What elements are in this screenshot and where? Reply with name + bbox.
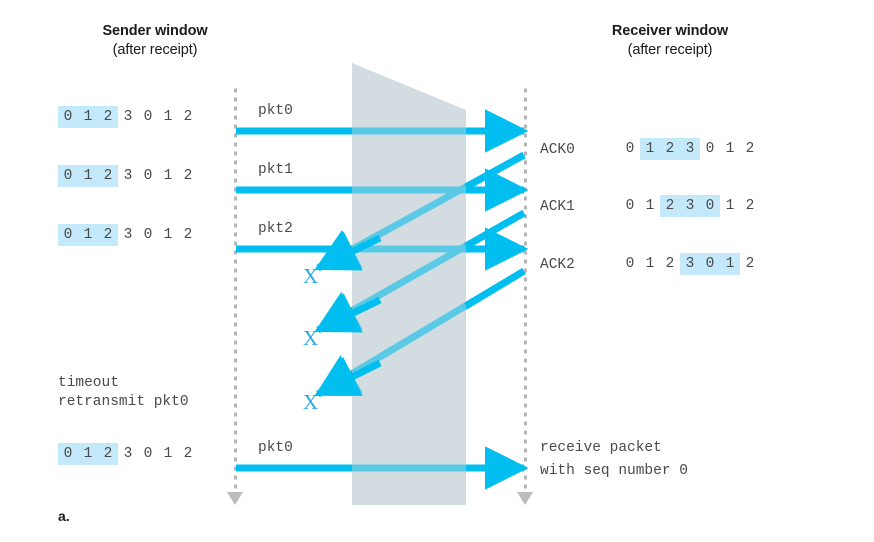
pkt0-retransmit-label: pkt0	[258, 440, 293, 456]
sender-window-0-cell-2: 2	[98, 106, 118, 128]
sender-window-0-cell-1: 1	[78, 106, 98, 128]
arrow-ack2-lost	[314, 267, 526, 398]
sender-window-0-cell-6: 2	[183, 109, 193, 125]
receiver-timeline-arrowhead	[517, 492, 533, 505]
sender-window-3-cell-5: 1	[163, 446, 173, 462]
ack1-label: ACK1	[540, 199, 575, 215]
loss-marker-ack2: X	[303, 390, 319, 414]
sender-window-1-cell-0: 0	[58, 165, 78, 187]
receiver-window-2-cell-5: 1	[720, 253, 740, 275]
retransmit-label: retransmit pkt0	[58, 394, 189, 410]
sender-window-2-cell-3: 3	[123, 227, 133, 243]
sender-window-2-cell-5: 1	[163, 227, 173, 243]
receiver-window-2-cell-0: 0	[625, 256, 635, 272]
pkt0-label: pkt0	[258, 103, 293, 119]
sender-subtitle-text: (after receipt)	[112, 42, 198, 58]
sender-window-0-cell-5: 1	[163, 109, 173, 125]
sender-window-3-cell-1: 1	[78, 443, 98, 465]
receiver-window-2-cell-6: 2	[745, 256, 755, 272]
sender-column-title: Sender window (after receipt)	[40, 22, 270, 60]
arrow-ack1-lost	[314, 209, 526, 334]
sender-timeline-arrowhead	[227, 492, 243, 505]
receiver-column-title: Receiver window (after receipt)	[545, 22, 795, 60]
receiver-window-0-cell-5: 1	[725, 141, 735, 157]
sender-window-1-cell-6: 2	[183, 168, 193, 184]
sender-window-2-cell-2: 2	[98, 224, 118, 246]
sender-window-0-cell-4: 0	[143, 109, 153, 125]
sender-window-0-cell-0: 0	[58, 106, 78, 128]
arrow-ack2-head	[314, 357, 382, 398]
arrow-ack1-head	[314, 293, 382, 334]
sender-timeline	[234, 88, 237, 494]
receiver-window-2-cell-2: 2	[665, 256, 675, 272]
receiver-window-0-cell-3: 3	[680, 138, 700, 160]
sender-window-1-cell-4: 0	[143, 168, 153, 184]
sender-window-1-cell-2: 2	[98, 165, 118, 187]
receiver-timeline	[524, 88, 527, 494]
receiver-window-0-cell-1: 1	[640, 138, 660, 160]
receiver-window-0-cell-0: 0	[625, 141, 635, 157]
receiver-window-0-cell-6: 2	[745, 141, 755, 157]
sender-window-2-cell-0: 0	[58, 224, 78, 246]
ack2-label: ACK2	[540, 257, 575, 273]
receiver-window-1-cell-6: 2	[745, 198, 755, 214]
sender-window-2-cell-1: 1	[78, 224, 98, 246]
panel-label: a.	[58, 508, 70, 524]
receiver-window-2-cell-4: 0	[700, 253, 720, 275]
sender-window-2-cell-6: 2	[183, 227, 193, 243]
receiver-window-1-cell-4: 0	[700, 195, 720, 217]
sender-window-2-cell-4: 0	[143, 227, 153, 243]
arrow-ack2-tail	[464, 268, 526, 309]
receiver-window-2-cell-3: 3	[680, 253, 700, 275]
sender-window-3-cell-3: 3	[123, 446, 133, 462]
receiver-window-2-cell-1: 1	[645, 256, 655, 272]
receiver-window-1-cell-2: 2	[660, 195, 680, 217]
loss-marker-ack0: X	[303, 264, 319, 288]
timeout-label: timeout	[58, 375, 119, 391]
sender-window-1-cell-3: 3	[123, 168, 133, 184]
arrow-ack0-head	[314, 231, 382, 272]
pkt2-label: pkt2	[258, 221, 293, 237]
receiver-title-text: Receiver window	[611, 23, 729, 39]
network-medium-shape	[352, 63, 466, 505]
loss-marker-ack1: X	[303, 326, 319, 350]
receiver-window-1-cell-1: 1	[645, 198, 655, 214]
sender-window-3-cell-2: 2	[98, 443, 118, 465]
ack0-label: ACK0	[540, 142, 575, 158]
sender-window-0-cell-3: 3	[123, 109, 133, 125]
receiver-window-0-cell-2: 2	[660, 138, 680, 160]
arrow-ack1-tail	[464, 209, 526, 250]
sender-window-1-cell-1: 1	[78, 165, 98, 187]
receiver-window-1-cell-5: 1	[725, 198, 735, 214]
receive-note-line2: with seq number 0	[540, 463, 688, 479]
arrow-ack0-tail	[464, 151, 526, 191]
receiver-subtitle-text: (after receipt)	[627, 42, 713, 58]
sender-window-3-cell-6: 2	[183, 446, 193, 462]
sender-title-text: Sender window	[102, 23, 208, 39]
sender-window-1-cell-5: 1	[163, 168, 173, 184]
sender-window-3-cell-4: 0	[143, 446, 153, 462]
receiver-window-0-cell-4: 0	[705, 141, 715, 157]
receiver-window-1-cell-3: 3	[680, 195, 700, 217]
sender-window-3-cell-0: 0	[58, 443, 78, 465]
network-medium-overlay	[352, 63, 466, 505]
pkt1-label: pkt1	[258, 162, 293, 178]
receive-note-line1: receive packet	[540, 440, 662, 456]
receiver-window-1-cell-0: 0	[625, 198, 635, 214]
arrow-ack0-lost	[314, 151, 526, 272]
